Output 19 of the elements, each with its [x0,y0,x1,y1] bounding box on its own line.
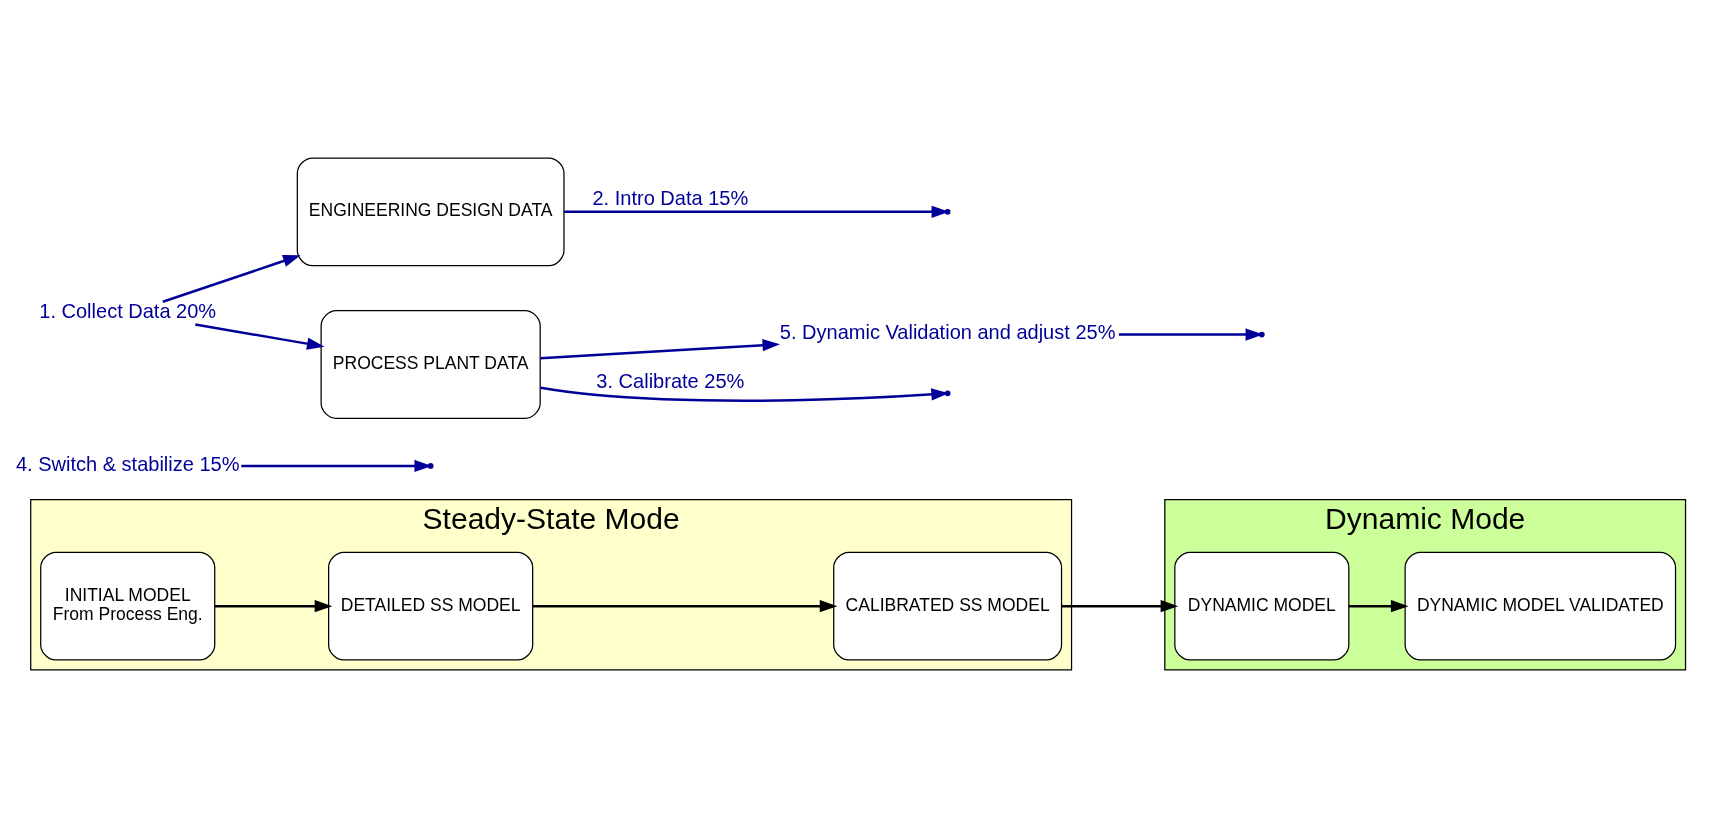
node-box: DETAILED SS MODEL [328,551,534,661]
node-box: DYNAMIC MODEL [1174,551,1350,661]
arrow [215,599,333,612]
node-text: 4. Switch & stabilize 15% [15,452,240,475]
node-text: 1. Collect Data 20% [39,299,217,322]
arrow [195,322,325,350]
node-box: CALIBRATED SS MODEL [833,551,1063,661]
node-text: 5. Dynamic Validation and adjust 25% [779,320,1116,343]
edge-label: 2. Intro Data 15% [592,186,749,209]
arrow [532,599,838,612]
node-box: INITIAL MODEL From Process Eng. [40,551,216,661]
arrow [540,338,781,359]
arrow [1061,599,1179,612]
node-box: PROCESS PLANT DATA [320,309,541,419]
arrow [162,254,301,303]
node-box: ENGINEERING DESIGN DATA [296,156,565,266]
arrow [1348,599,1409,612]
node-box: DYNAMIC MODEL VALIDATED [1404,551,1677,661]
edge-label: 3. Calibrate 25% [596,369,745,392]
